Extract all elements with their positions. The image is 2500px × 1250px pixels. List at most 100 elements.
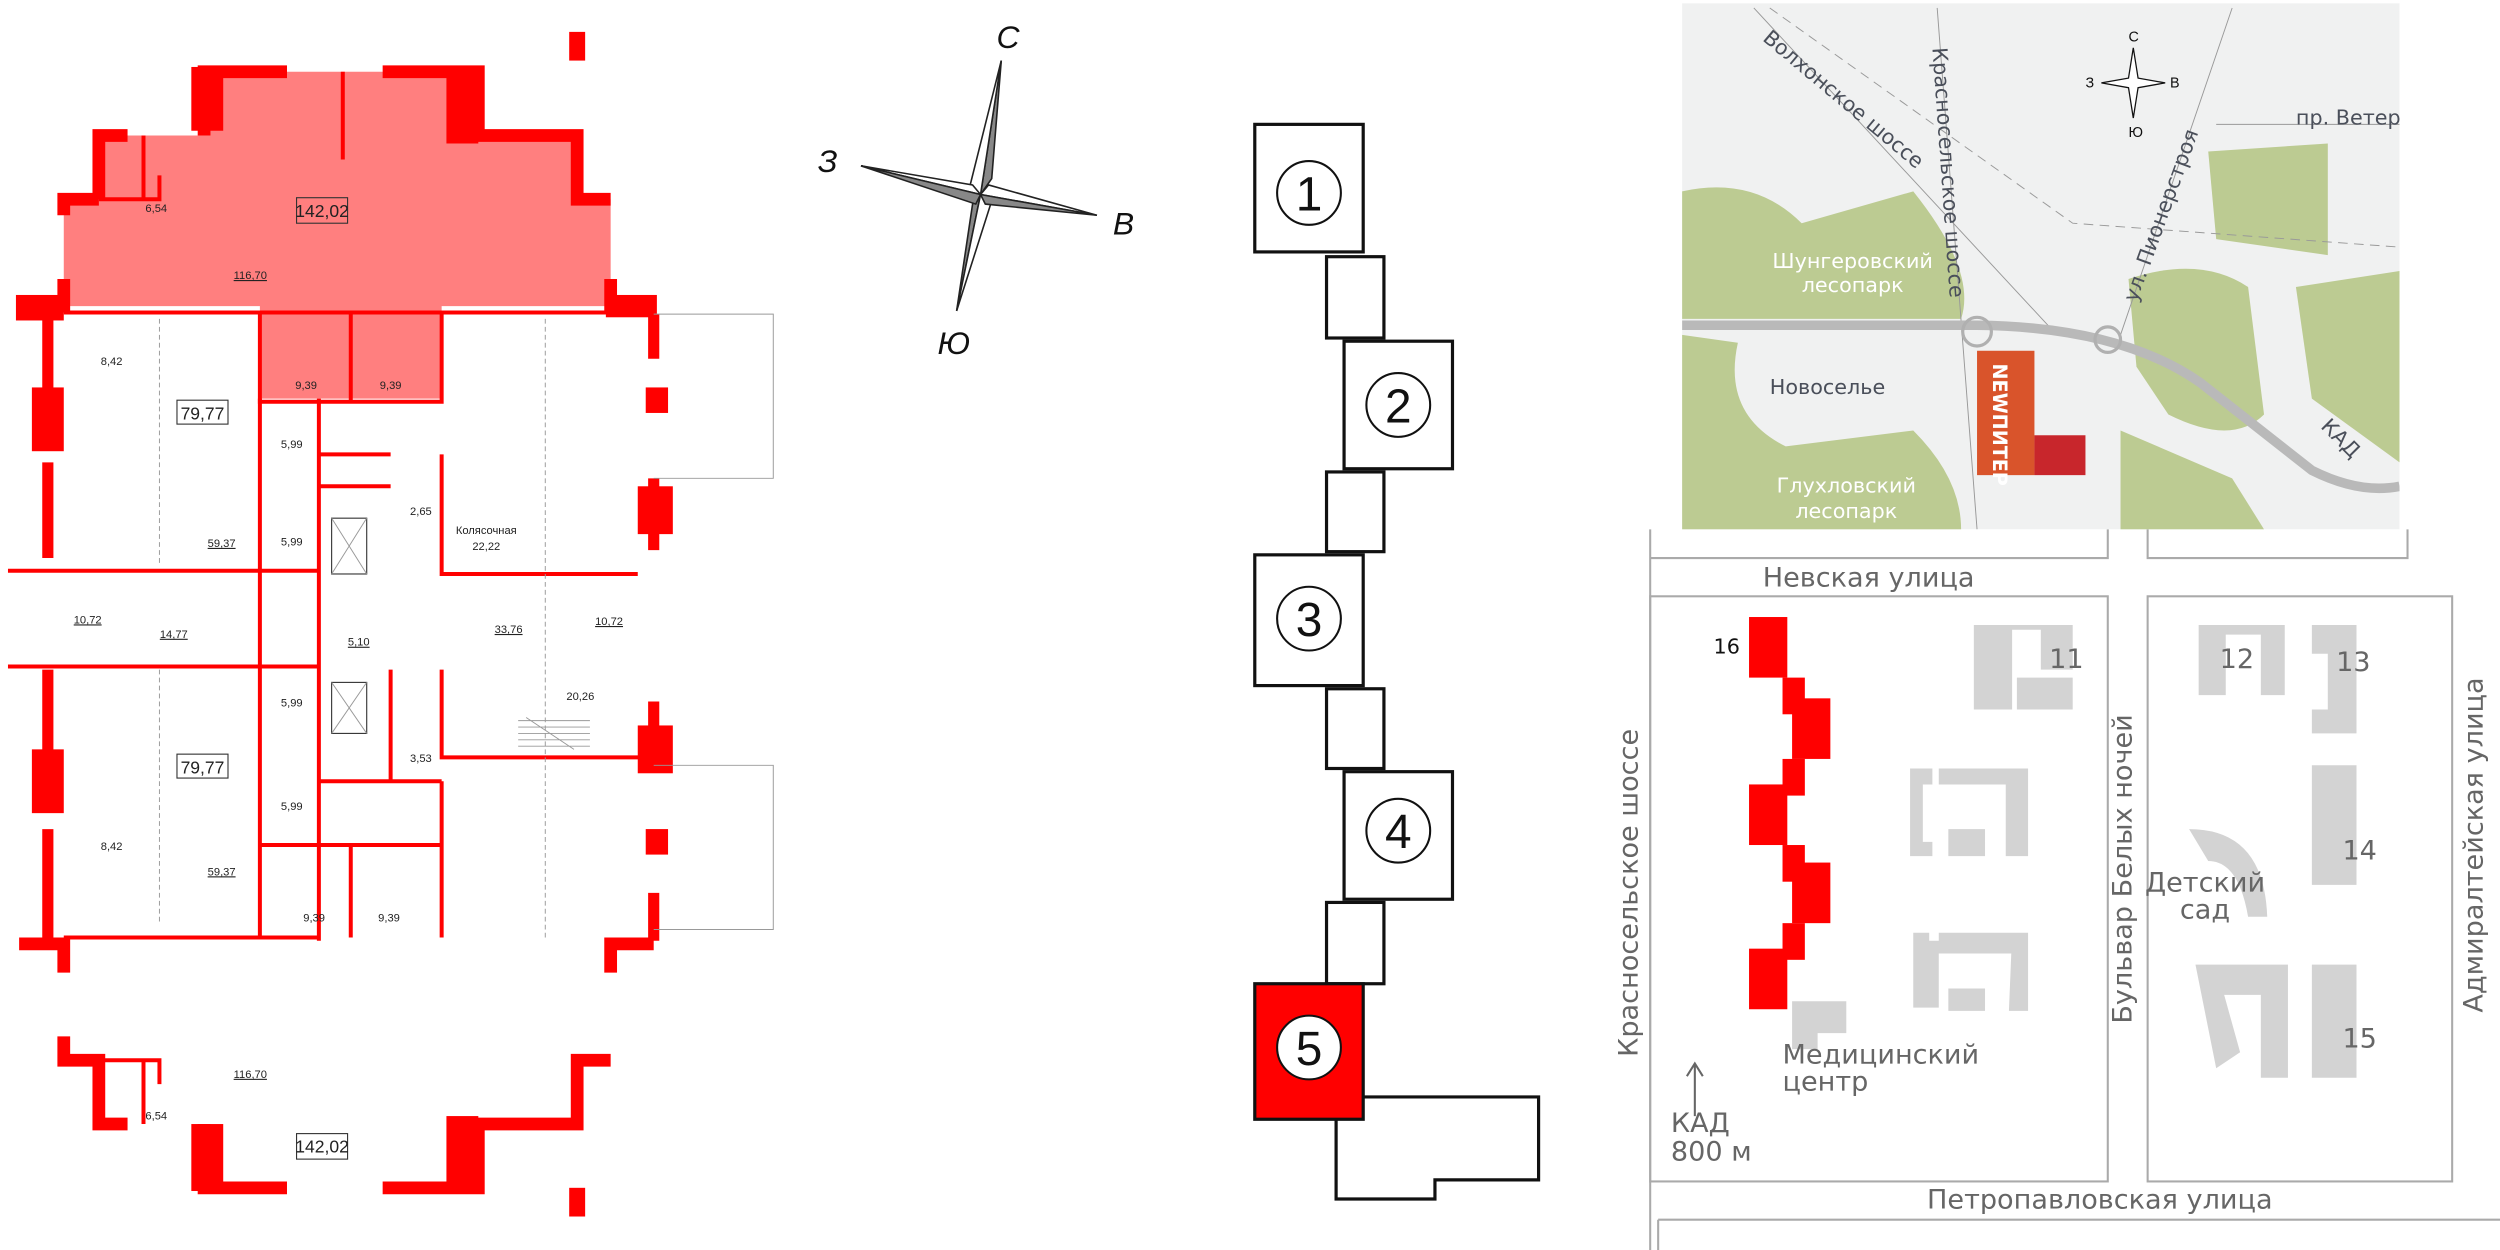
wall-block bbox=[645, 387, 669, 413]
interchange bbox=[2093, 325, 2123, 354]
section-5-selected[interactable]: 5 bbox=[1253, 982, 1365, 1121]
area-label: 14,77 bbox=[160, 629, 188, 641]
section-number: 4 bbox=[1385, 806, 1412, 859]
section-outline[interactable] bbox=[1342, 339, 1455, 471]
section-number-circle bbox=[1276, 159, 1342, 226]
medical-center-label: Медицинский bbox=[1783, 1039, 1980, 1070]
section-2[interactable]: 2 bbox=[1342, 339, 1455, 471]
building-16-selected[interactable] bbox=[1749, 617, 1831, 1010]
building-number: 14 bbox=[2342, 835, 2376, 866]
wall-block bbox=[446, 66, 479, 144]
area-label: 5,99 bbox=[281, 536, 303, 548]
section-number: 1 bbox=[1296, 168, 1323, 221]
map-compass-north: С bbox=[2129, 29, 2139, 45]
section-1[interactable]: 1 bbox=[1253, 122, 1365, 254]
total-area-box bbox=[295, 197, 349, 224]
kindergarten-label: Детский bbox=[2145, 867, 2265, 898]
park-label: Шунгеровский bbox=[1772, 249, 1932, 273]
compass-west-label: З bbox=[818, 143, 838, 179]
total-area: 142,02 bbox=[295, 1137, 349, 1157]
elevator bbox=[331, 517, 368, 575]
wall-block bbox=[569, 31, 586, 61]
project-site-selected[interactable] bbox=[2034, 435, 2086, 476]
street-label-right: Адмиралтейская улица bbox=[2458, 677, 2489, 1012]
area-label: 116,70 bbox=[234, 1069, 267, 1081]
project-logo: NEWПИТЕР bbox=[1988, 364, 2011, 486]
selected-unit-highlight[interactable] bbox=[63, 71, 611, 399]
connector bbox=[1324, 470, 1386, 554]
section-outline[interactable] bbox=[1342, 770, 1455, 901]
railway bbox=[1769, 7, 2400, 248]
total-area: 79,77 bbox=[181, 757, 225, 777]
wall-block bbox=[446, 1116, 479, 1193]
road bbox=[1753, 7, 2400, 530]
section-number: 5 bbox=[1296, 1023, 1323, 1076]
wall-block bbox=[31, 749, 64, 814]
section-3[interactable]: 3 bbox=[1253, 553, 1365, 688]
bottom-unit-inner-walls bbox=[98, 1058, 162, 1125]
park-area bbox=[1682, 334, 1962, 530]
area-label: 6,54 bbox=[145, 1110, 167, 1122]
kindergarten-label: сад bbox=[2180, 894, 2230, 925]
wall-block bbox=[31, 387, 64, 452]
area-label: 5,99 bbox=[281, 697, 303, 709]
total-area: 79,77 bbox=[181, 403, 225, 423]
block-right bbox=[2146, 595, 2454, 1183]
arrow-up-icon bbox=[1685, 1061, 1704, 1117]
area-label: 20,26 bbox=[566, 691, 594, 703]
elevator bbox=[331, 681, 368, 734]
interchange bbox=[1961, 315, 1993, 348]
connector bbox=[1324, 687, 1386, 771]
wall-block bbox=[569, 1187, 586, 1217]
wall-block bbox=[637, 486, 673, 535]
area-label: 116,70 bbox=[234, 270, 267, 282]
elevator-cross bbox=[331, 682, 368, 734]
area-label: 59,37 bbox=[208, 538, 236, 550]
area-label: 3,53 bbox=[410, 753, 432, 765]
kad-distance-label: 800 м bbox=[1671, 1137, 1752, 1168]
park-area bbox=[2120, 430, 2265, 530]
section-4[interactable]: 4 bbox=[1342, 770, 1455, 901]
stairs bbox=[518, 717, 590, 750]
section-outline[interactable] bbox=[1253, 553, 1365, 688]
top-unit-inner-walls bbox=[63, 71, 654, 404]
total-area-box bbox=[176, 753, 229, 779]
area-label: 9,39 bbox=[303, 913, 325, 925]
kad-distance-label: КАД bbox=[1671, 1108, 1730, 1139]
street-label-top: Невская улица bbox=[1763, 563, 1975, 594]
area-label: 59,37 bbox=[208, 866, 236, 878]
total-area-box bbox=[176, 399, 229, 425]
area-label: 9,39 bbox=[378, 913, 400, 925]
map-compass-icon: С З В Ю bbox=[2085, 29, 2179, 141]
building-number: 11 bbox=[2049, 644, 2083, 675]
project-site[interactable] bbox=[1977, 350, 2035, 476]
park-area bbox=[2128, 268, 2265, 431]
street-label-bottom: Петропавловская улица bbox=[1927, 1185, 2273, 1216]
area-label: 8,42 bbox=[101, 356, 123, 368]
balcony bbox=[653, 313, 774, 931]
building-number: 16 bbox=[1714, 635, 1740, 659]
area-label: 9,39 bbox=[295, 380, 317, 392]
compass-east-icon bbox=[979, 193, 1098, 217]
floor-plan: 6,54 116,70 142,02 9,39 9,39 8,42 79,77 … bbox=[7, 31, 774, 1217]
area-label: 5,10 bbox=[348, 637, 370, 649]
elevator-cross bbox=[331, 517, 368, 575]
wall-block bbox=[637, 725, 673, 774]
annex-building bbox=[1334, 1095, 1541, 1201]
section-number-circle bbox=[1365, 797, 1432, 864]
area-label: 8,42 bbox=[101, 841, 123, 853]
area-label: 5,99 bbox=[281, 801, 303, 813]
stroller-room-label: Колясочная bbox=[456, 525, 517, 537]
street-label-middle: Бульвар Белых ночей bbox=[2108, 714, 2139, 1023]
site-plan: Невская улица Петропавловская улица Крас… bbox=[1613, 529, 2500, 1250]
area-label: 10,72 bbox=[595, 616, 623, 628]
area-label: 6,54 bbox=[145, 203, 167, 215]
park-area bbox=[2295, 271, 2400, 463]
building-number: 15 bbox=[2342, 1024, 2376, 1055]
section-outline[interactable] bbox=[1253, 122, 1365, 254]
park-area bbox=[2208, 143, 2328, 256]
section-number: 2 bbox=[1385, 381, 1412, 434]
wall-block bbox=[191, 1124, 224, 1192]
map-compass-east: В bbox=[2170, 76, 2180, 92]
